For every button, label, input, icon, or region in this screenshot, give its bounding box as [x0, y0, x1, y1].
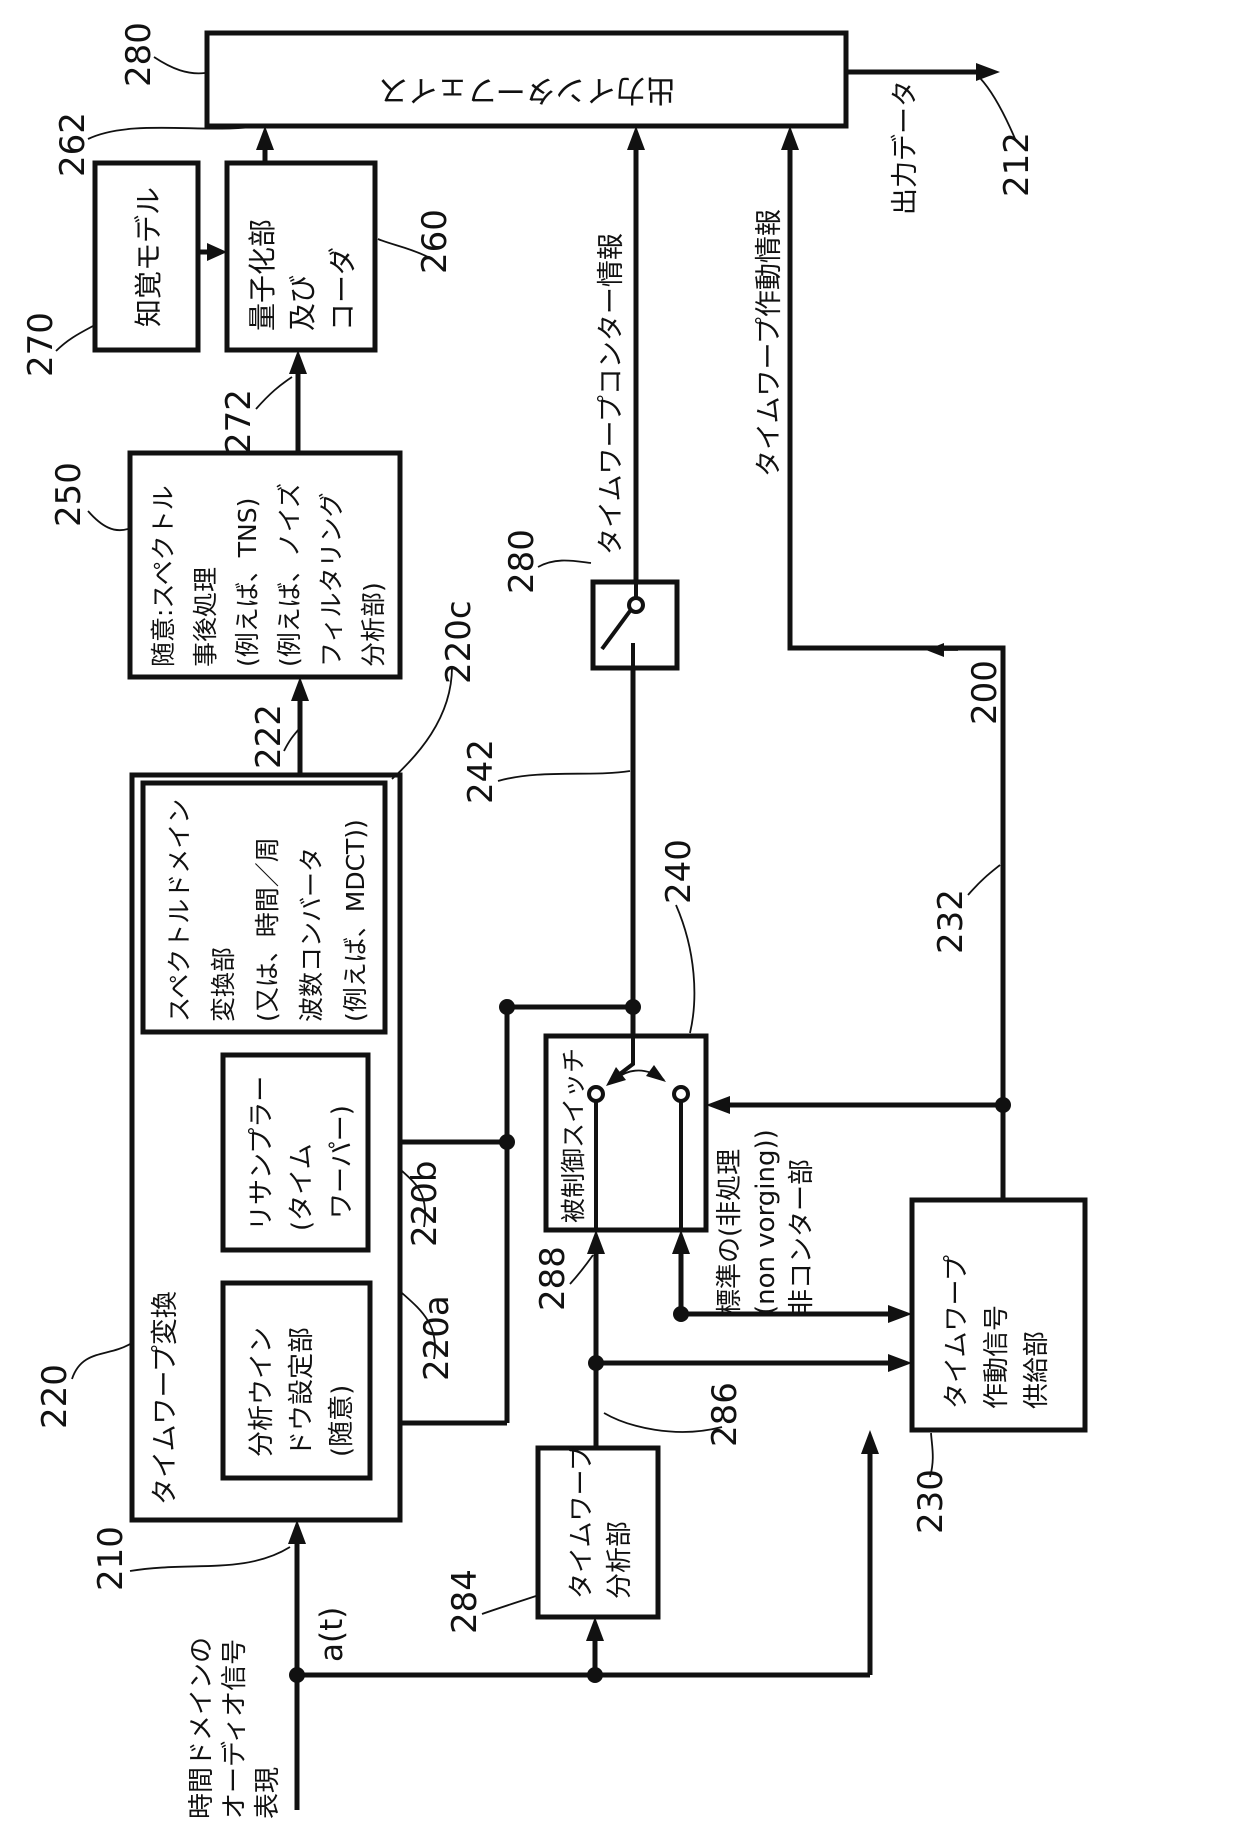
resampler-line1: リサンプラー: [247, 1076, 277, 1231]
input-signal-name: a(t): [314, 1607, 350, 1662]
supply-line2: 作動信号: [982, 1305, 1012, 1409]
spectral-line4: 波数コンバータ: [297, 847, 326, 1022]
quantizer-line3: コーダ: [326, 247, 359, 331]
quantizer-line2: 及び: [286, 275, 319, 331]
input-desc-line1: 時間ドメインの: [187, 1637, 217, 1819]
ref-240: 240: [659, 839, 699, 904]
ref-200: 200: [965, 660, 1005, 725]
ref-210: 210: [91, 1526, 131, 1591]
ref-280-switch: 280: [502, 529, 542, 594]
ref-220: 220: [35, 1364, 75, 1429]
spectral-line1: スペクトルドメイン: [165, 799, 194, 1022]
windower-line1: 分析ウイン: [247, 1327, 277, 1457]
output-data-line: [846, 63, 1000, 81]
ref-272: 272: [219, 389, 259, 454]
quantizer-line1: 量子化部: [246, 219, 279, 331]
output-data-label: 出力データ: [890, 80, 921, 215]
ref-260: 260: [415, 209, 455, 274]
postproc-line1: 随意:スペクトル: [149, 485, 178, 667]
activation-info-label: タイムワープ作動情報: [754, 209, 785, 477]
perceptual-model-label: 知覚モデル: [132, 187, 165, 327]
ref-212: 212: [997, 132, 1037, 197]
timewarp-transform-title: タイムワープ変換: [150, 1291, 181, 1505]
ref-250: 250: [49, 462, 89, 527]
spectral-line5: (例えば、MDCT)): [341, 819, 370, 1022]
analyzer-line1: タイムワープ: [567, 1445, 597, 1599]
postproc-line6: 分析部): [359, 582, 388, 667]
input-desc-line2: オーディオ信号: [220, 1639, 250, 1819]
ref-270: 270: [21, 312, 61, 377]
standard-line3: 非コンター部: [787, 1159, 817, 1315]
output-interface-label: 出力インターフェイス: [378, 72, 675, 107]
spectral-line2: 変換部: [209, 947, 238, 1022]
ref-284: 284: [445, 1569, 485, 1634]
resampler-line2: (タイム: [287, 1143, 317, 1231]
analyzer-line2: 分析部: [605, 1521, 635, 1599]
ref-288: 288: [533, 1246, 573, 1311]
windower-line3: (随意): [327, 1385, 357, 1457]
contour-info-line: [627, 126, 645, 582]
input-description: 時間ドメインの オーディオ信号 表現 a(t): [187, 1607, 350, 1819]
ref-262: 262: [53, 112, 93, 177]
timewarp-analyzer-box-284: [538, 1448, 658, 1617]
ref-230: 230: [911, 1469, 951, 1534]
postproc-line4: (例えば、ノイズ: [275, 483, 304, 667]
supply-line1: タイムワープ: [942, 1255, 972, 1409]
input-desc-line3: 表現: [253, 1767, 283, 1819]
resampler-line3: ワーパー): [327, 1105, 357, 1219]
contour-info-label: タイムワープコンター情報: [596, 233, 627, 555]
standard-line2: (non vorging)): [751, 1129, 781, 1315]
ref-280-interface: 280: [119, 22, 159, 87]
standard-line1: 標準の(非処理: [715, 1149, 745, 1315]
ref-232: 232: [931, 889, 971, 954]
windower-line2: ドウ設定部: [287, 1327, 317, 1457]
spectral-line3: (又は、時間／周: [253, 837, 282, 1022]
supply-line3: 供給部: [1022, 1331, 1052, 1409]
ref-222: 222: [249, 704, 289, 769]
controlled-switch-title: 被制御スイッチ: [559, 1048, 588, 1223]
ref-220c: 220c: [439, 600, 479, 684]
ref-286: 286: [705, 1382, 745, 1447]
analyzer-output-line: [587, 1230, 912, 1448]
postproc-line2: 事後処理: [191, 567, 220, 667]
ref-242: 242: [461, 739, 501, 804]
standard-noncontour-label: 標準の(非処理 (non vorging)) 非コンター部: [715, 1129, 817, 1315]
postproc-line3: (例えば、TNS): [233, 498, 262, 667]
postproc-line5: フィルタリング: [317, 492, 346, 667]
ref-220a: 220a: [417, 1295, 457, 1381]
